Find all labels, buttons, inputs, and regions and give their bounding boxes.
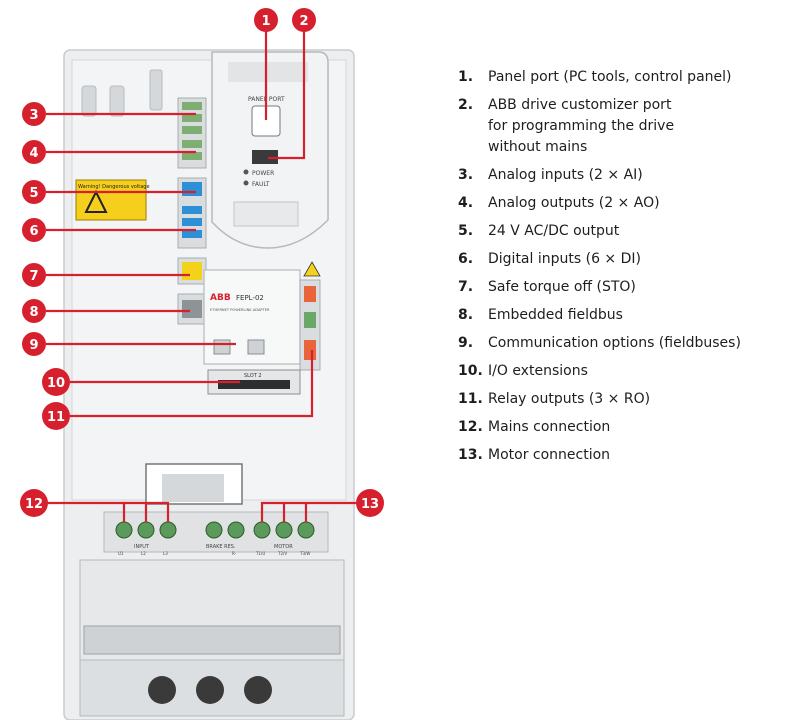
term-t3: T3/W: [299, 551, 310, 556]
legend-item-2: 2.ABB drive customizer port for programm…: [458, 97, 675, 155]
legend-item-7: 7.Safe torque off (STO): [458, 279, 636, 295]
callout-10: 10: [42, 368, 70, 396]
leader-lines: [46, 30, 356, 522]
callout-13: 13: [356, 489, 384, 517]
module-sub-text: ETHERNET POWERLINK ADAPTER: [210, 308, 270, 312]
power-text: POWER: [252, 170, 274, 177]
fieldbus-module: ABB FEPL-02 ETHERNET POWERLINK ADAPTER: [203, 269, 301, 365]
legend-item-10: 10.I/O extensions: [458, 363, 588, 379]
svg-text:11: 11: [47, 410, 65, 425]
control-terminal-strip: [177, 97, 207, 325]
motor-text: MOTOR: [274, 544, 293, 550]
callout-5: 5: [22, 180, 46, 204]
legend-item-9: 9.Communication options (fieldbuses): [458, 335, 741, 351]
svg-text:13: 13: [361, 497, 379, 512]
callout-8: 8: [22, 299, 46, 323]
legend-item-4: 4.Analog outputs (2 × AO): [458, 195, 660, 211]
brake-text: BRAKE RES.: [206, 544, 236, 550]
legend-item-3: 3.Analog inputs (2 × AI): [458, 167, 643, 183]
slot-text: SLOT 2: [244, 373, 262, 379]
warning-label: Warning! Dangerous voltage: [75, 179, 150, 221]
svg-text:2: 2: [299, 14, 308, 29]
svg-text:6: 6: [29, 224, 38, 239]
svg-text:3: 3: [29, 108, 38, 123]
mounting-hooks: [81, 69, 163, 117]
callout-9: 9: [22, 332, 46, 356]
svg-text:7: 7: [29, 269, 38, 284]
cable-entry-plate: [79, 559, 345, 717]
svg-text:5: 5: [29, 186, 38, 201]
callout-1: 1: [254, 8, 278, 32]
term-r: R-: [232, 551, 237, 556]
legend-item-13: 13.Motor connection: [458, 447, 611, 463]
term-u1: U1: [118, 551, 124, 556]
warning-text: Warning! Dangerous voltage: [78, 184, 150, 190]
callout-3: 3: [22, 102, 46, 126]
callout-4: 4: [22, 140, 46, 164]
power-terminal-block: INPUT BRAKE RES. MOTOR U1 L2 L3 R- T1/U …: [103, 511, 329, 556]
legend-item-1: 1.Panel port (PC tools, control panel): [458, 69, 732, 85]
svg-text:9: 9: [29, 338, 38, 353]
callout-6: 6: [22, 218, 46, 242]
legend-item-12: 12.Mains connection: [458, 419, 611, 435]
legend-list: 1.Panel port (PC tools, control panel) 2…: [458, 63, 798, 469]
term-l2: L2: [141, 551, 146, 556]
customizer-port-connector: [252, 150, 278, 164]
input-text: INPUT: [134, 544, 150, 550]
term-l3: L3: [163, 551, 168, 556]
callout-7: 7: [22, 263, 46, 287]
svg-text:8: 8: [29, 305, 38, 320]
legend-item-8: 8.Embedded fieldbus: [458, 307, 623, 323]
term-t1: T1/U: [255, 551, 265, 556]
svg-text:12: 12: [25, 497, 43, 512]
svg-text:10: 10: [47, 376, 65, 391]
control-panel-holder: PANEL PORT POWER FAULT: [211, 51, 329, 249]
legend-item-11: 11.Relay outputs (3 × RO): [458, 391, 651, 407]
brand-text: ABB: [210, 293, 231, 303]
svg-text:1: 1: [261, 14, 270, 29]
fault-text: FAULT: [252, 181, 270, 188]
legend-item-6: 6.Digital inputs (6 × DI): [458, 251, 641, 267]
module-text: FEPL-02: [236, 294, 264, 302]
callout-11: 11: [42, 402, 70, 430]
svg-text:4: 4: [29, 146, 38, 161]
callout-2: 2: [292, 8, 316, 32]
term-t2: T2/V: [277, 551, 287, 556]
legend-item-5: 5.24 V AC/DC output: [458, 223, 620, 239]
callout-12: 12: [20, 489, 48, 517]
